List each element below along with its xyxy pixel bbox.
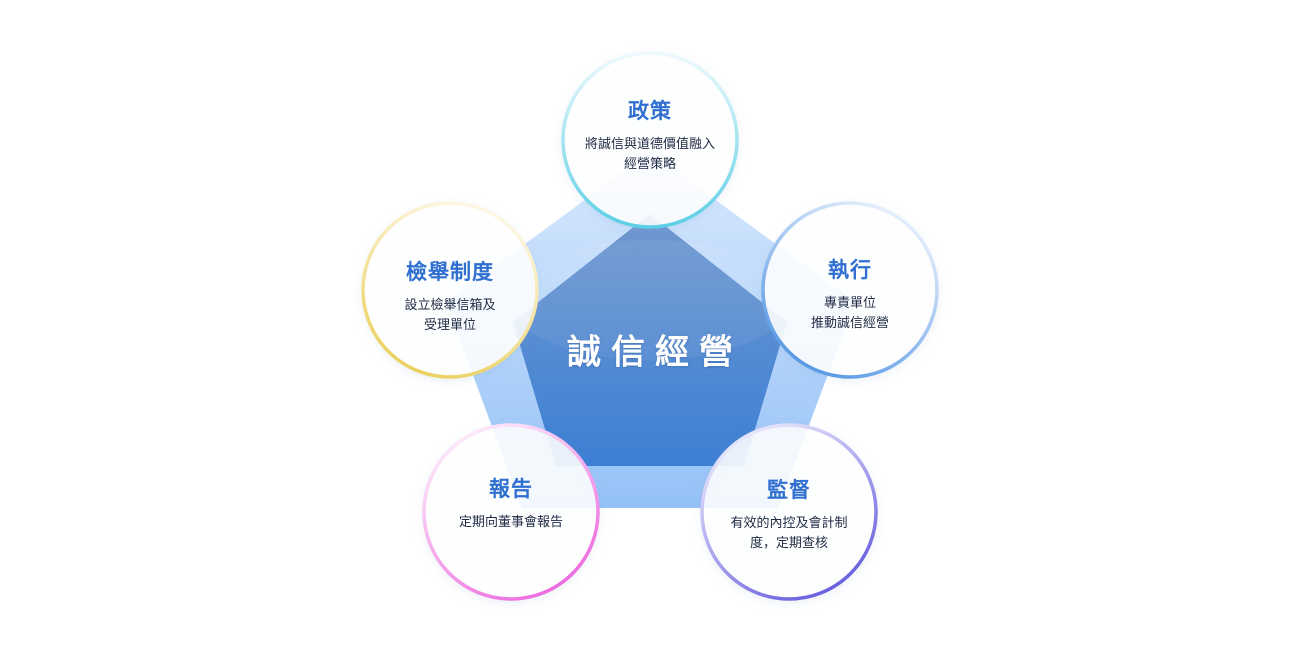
node-desc-line: 定期向董事會報告 bbox=[458, 515, 563, 530]
node-desc-line: 將誠信與道德價值融入 bbox=[584, 137, 715, 152]
center-title: 誠信經營 bbox=[567, 332, 743, 373]
node-title: 政策 bbox=[628, 99, 672, 123]
inner-highlight bbox=[510, 240, 790, 360]
node-desc-line: 受理單位 bbox=[423, 318, 476, 333]
node-ring-report bbox=[422, 423, 600, 601]
node-desc-line: 經營策略 bbox=[623, 157, 676, 172]
node-title: 報告 bbox=[489, 477, 533, 501]
node-title: 執行 bbox=[828, 258, 872, 282]
node-supervision: 監督 有效的內控及會計制 度，定期查核 bbox=[701, 426, 877, 602]
node-ring-policy bbox=[561, 51, 739, 229]
node-title: 檢舉制度 bbox=[406, 260, 494, 284]
node-execution: 執行 專責單位 推動誠信經營 bbox=[762, 206, 938, 382]
node-desc-line: 推動誠信經營 bbox=[810, 316, 889, 331]
node-whistleblowing: 檢舉制度 設立檢舉信箱及 受理單位 bbox=[362, 208, 538, 384]
node-desc-line: 設立檢舉信箱及 bbox=[404, 298, 496, 313]
node-ring-supervision bbox=[700, 423, 878, 601]
node-title: 監督 bbox=[767, 478, 811, 502]
node-ring-whistleblowing bbox=[361, 201, 539, 379]
node-desc-line: 有效的內控及會計制 bbox=[730, 516, 848, 531]
node-desc-line: 專責單位 bbox=[823, 296, 876, 311]
node-report: 報告 定期向董事會報告 bbox=[423, 415, 599, 591]
inner-pentagon bbox=[513, 214, 787, 466]
node-desc-line: 度，定期查核 bbox=[749, 536, 828, 551]
node-policy: 政策 將誠信與道德價值融入 經營策略 bbox=[562, 47, 738, 223]
node-ring-execution bbox=[761, 201, 939, 379]
